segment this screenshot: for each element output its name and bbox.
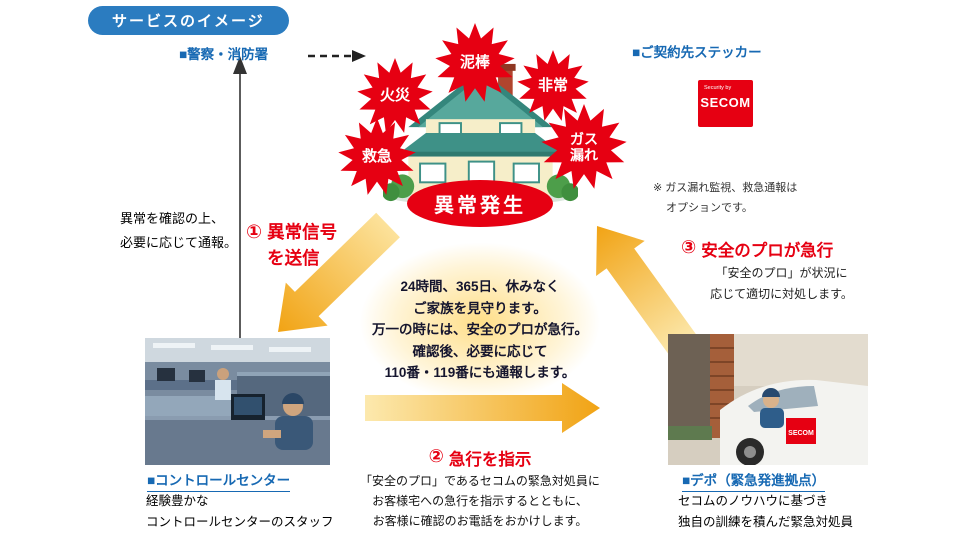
police-arrowhead-right [352,50,366,62]
step3-text: 安全のプロが急行 [701,242,834,260]
hazard-label-rescue: 救急 [361,148,392,166]
control-center-photo [145,338,330,465]
hazard-label-gas-leak: ガス漏れ [570,130,598,163]
control-center-label: ■コントロールセンター [147,469,291,492]
option-note-line2: オプションです。 [666,201,753,214]
police-fire-label: ■警察・消防署 [179,47,269,62]
sticker-label: ■ご契約先ステッカー [632,45,762,60]
step1-text: 異常信号 を送信 [267,222,338,269]
hazard-label-fire: 火災 [379,87,410,105]
hazard-label-emergency: 非常 [537,77,568,95]
secom-sticker-logo: Security by SECOM [698,80,753,127]
depot-label: ■デポ（緊急発進拠点） [682,469,826,492]
hazard-label-burglar: 泥棒 [459,54,490,72]
secom-logo-tagline: Security by [704,85,732,91]
depot-caption: セコムのノウハウに基づき 独自の訓練を積んだ緊急対処員 [678,494,854,530]
option-note: ※ ガス漏れ監視、救急通報は オプションです。 [653,179,797,219]
option-note-line1: ※ ガス漏れ監視、救急通報は [653,182,798,194]
depot-scene: SECOM [668,334,868,465]
step3-description: 「安全のプロ」が状況に 応じて適切に対処します。 [710,266,853,301]
control-center-scene [145,338,330,465]
step2-description: 「安全のプロ」であるセコムの緊急対処員に お客様宅への急行を指示するとともに、 … [360,474,600,528]
center-message: 24時間、365日、休みなく ご家族を見守ります。 万一の時には、安全のプロが急… [372,279,588,381]
secom-logo-wordmark: SECOM [700,95,751,111]
arrow-step2-dispatch [365,383,600,433]
control-center-caption: 経験豊かな コントロールセンターのスタッフ [146,494,334,530]
title-badge: サービスのイメージ [88,6,289,35]
step2-number: ② [428,446,444,466]
incident-ellipse: 異常発生 [407,180,553,227]
report-note: 異常を確認の上、 必要に応じて通報。 [120,211,238,251]
report-arrowhead-up [233,56,247,74]
step3-title: ③ 安全のプロが急行 [681,237,833,261]
car-secom-logo: SECOM [788,430,814,437]
step1-title: ① 異常信号 を送信 [246,219,337,272]
step3-number: ③ [681,237,697,257]
step2-text: 急行を指示 [448,451,532,469]
depot-photo: SECOM [668,334,868,465]
step1-number: ① [246,222,263,243]
arrow-step1-send-signal [278,212,400,332]
arrow-step3-respond [596,226,699,358]
step2-title: ② 急行を指示 [360,446,600,470]
incident-label: 異常発生 [434,195,526,217]
